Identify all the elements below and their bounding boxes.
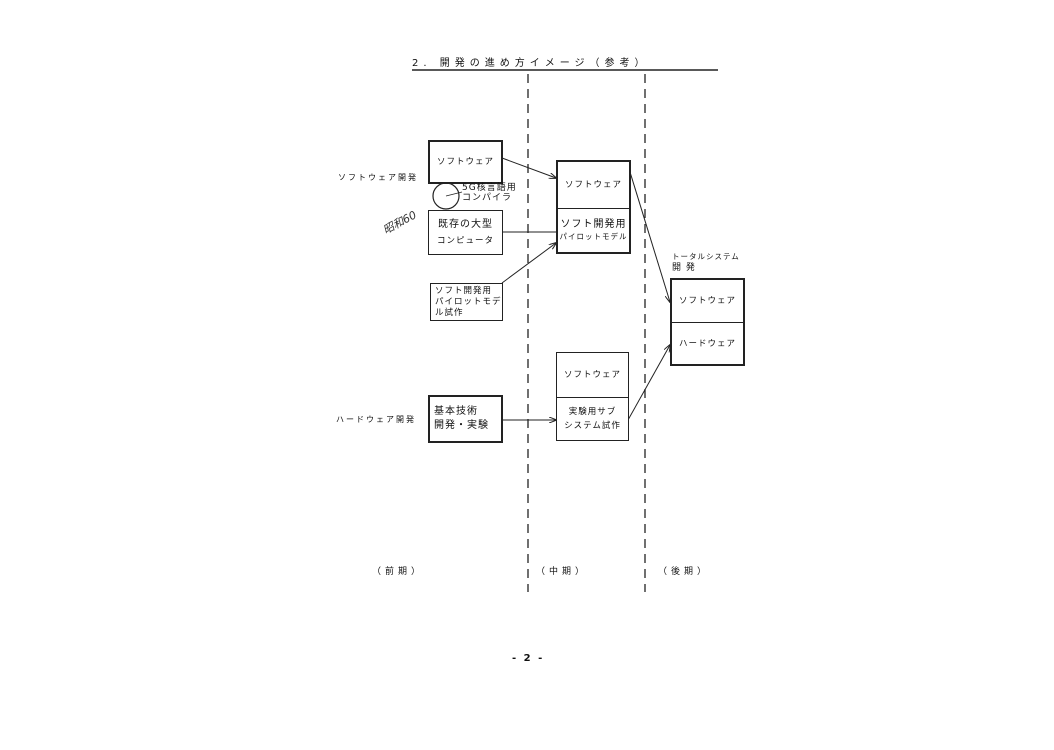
box-label: ソフト開発用 bbox=[560, 218, 627, 230]
box-label: ソフトウェア bbox=[672, 280, 743, 323]
phase-mid: （中期） bbox=[536, 567, 589, 577]
arrow-pilot bbox=[501, 243, 556, 284]
software-dev-label: ソフトウェア開発 bbox=[338, 173, 418, 182]
box-label: ル試作 bbox=[435, 307, 464, 318]
page-title: 2. 開発の進め方イメージ（参考） bbox=[412, 58, 650, 69]
box-label: 基本技術 bbox=[434, 406, 478, 417]
arrow-to-total-software bbox=[629, 171, 670, 302]
box-label: 実験用サブ bbox=[568, 407, 617, 417]
compiler-label: 5G核言語用コンパイラ bbox=[462, 183, 517, 203]
arrow-software bbox=[501, 157, 556, 178]
existing-computer-box: 既存の大型コンピュータ bbox=[428, 210, 503, 255]
page-number: - 2 - bbox=[512, 653, 545, 664]
middle-subsystem-box: ソフトウェア 実験用サブシステム試作 bbox=[556, 352, 629, 441]
handwritten-note: 昭和60 bbox=[381, 208, 419, 236]
box-label: パイロットモデル bbox=[559, 231, 628, 241]
box-label: 開発・実験 bbox=[434, 420, 489, 431]
box-label: ソフトウェア bbox=[558, 162, 629, 209]
hardware-dev-label: ハードウェア開発 bbox=[336, 415, 416, 424]
total-label-2: 開 発 bbox=[672, 263, 696, 273]
compiler-label-1: 5G核言語用 bbox=[462, 183, 517, 193]
box-label: システム試作 bbox=[564, 421, 621, 431]
box-label: ハードウェア bbox=[678, 338, 736, 349]
box-label: パイロットモデ bbox=[435, 296, 502, 307]
compiler-label-2: コンパイラ bbox=[462, 193, 513, 203]
total-label-1: トータルシステム bbox=[672, 252, 740, 261]
basic-tech-box: 基本技術開発・実験 bbox=[428, 395, 503, 443]
middle-software-box: ソフトウェア ソフト開発用パイロットモデル bbox=[556, 160, 631, 254]
software-box-left: ソフトウェア bbox=[428, 140, 503, 184]
box-label: ソフト開発用 bbox=[435, 285, 493, 296]
pilot-model-box-left: ソフト開発用パイロットモデル試作 bbox=[430, 283, 503, 321]
total-system-label: トータルシステム開 発 bbox=[672, 251, 740, 274]
arrow-to-total-hardware bbox=[627, 345, 670, 421]
box-label: ソフトウェア bbox=[557, 353, 628, 398]
phase-early: （前期） bbox=[372, 567, 425, 577]
box-label: 既存の大型 bbox=[438, 218, 493, 230]
box-label: ソフトウェア bbox=[436, 157, 494, 167]
box-label: コンピュータ bbox=[436, 235, 494, 246]
phase-late: （後期） bbox=[658, 567, 711, 577]
total-system-box: ソフトウェア ハードウェア bbox=[670, 278, 745, 366]
